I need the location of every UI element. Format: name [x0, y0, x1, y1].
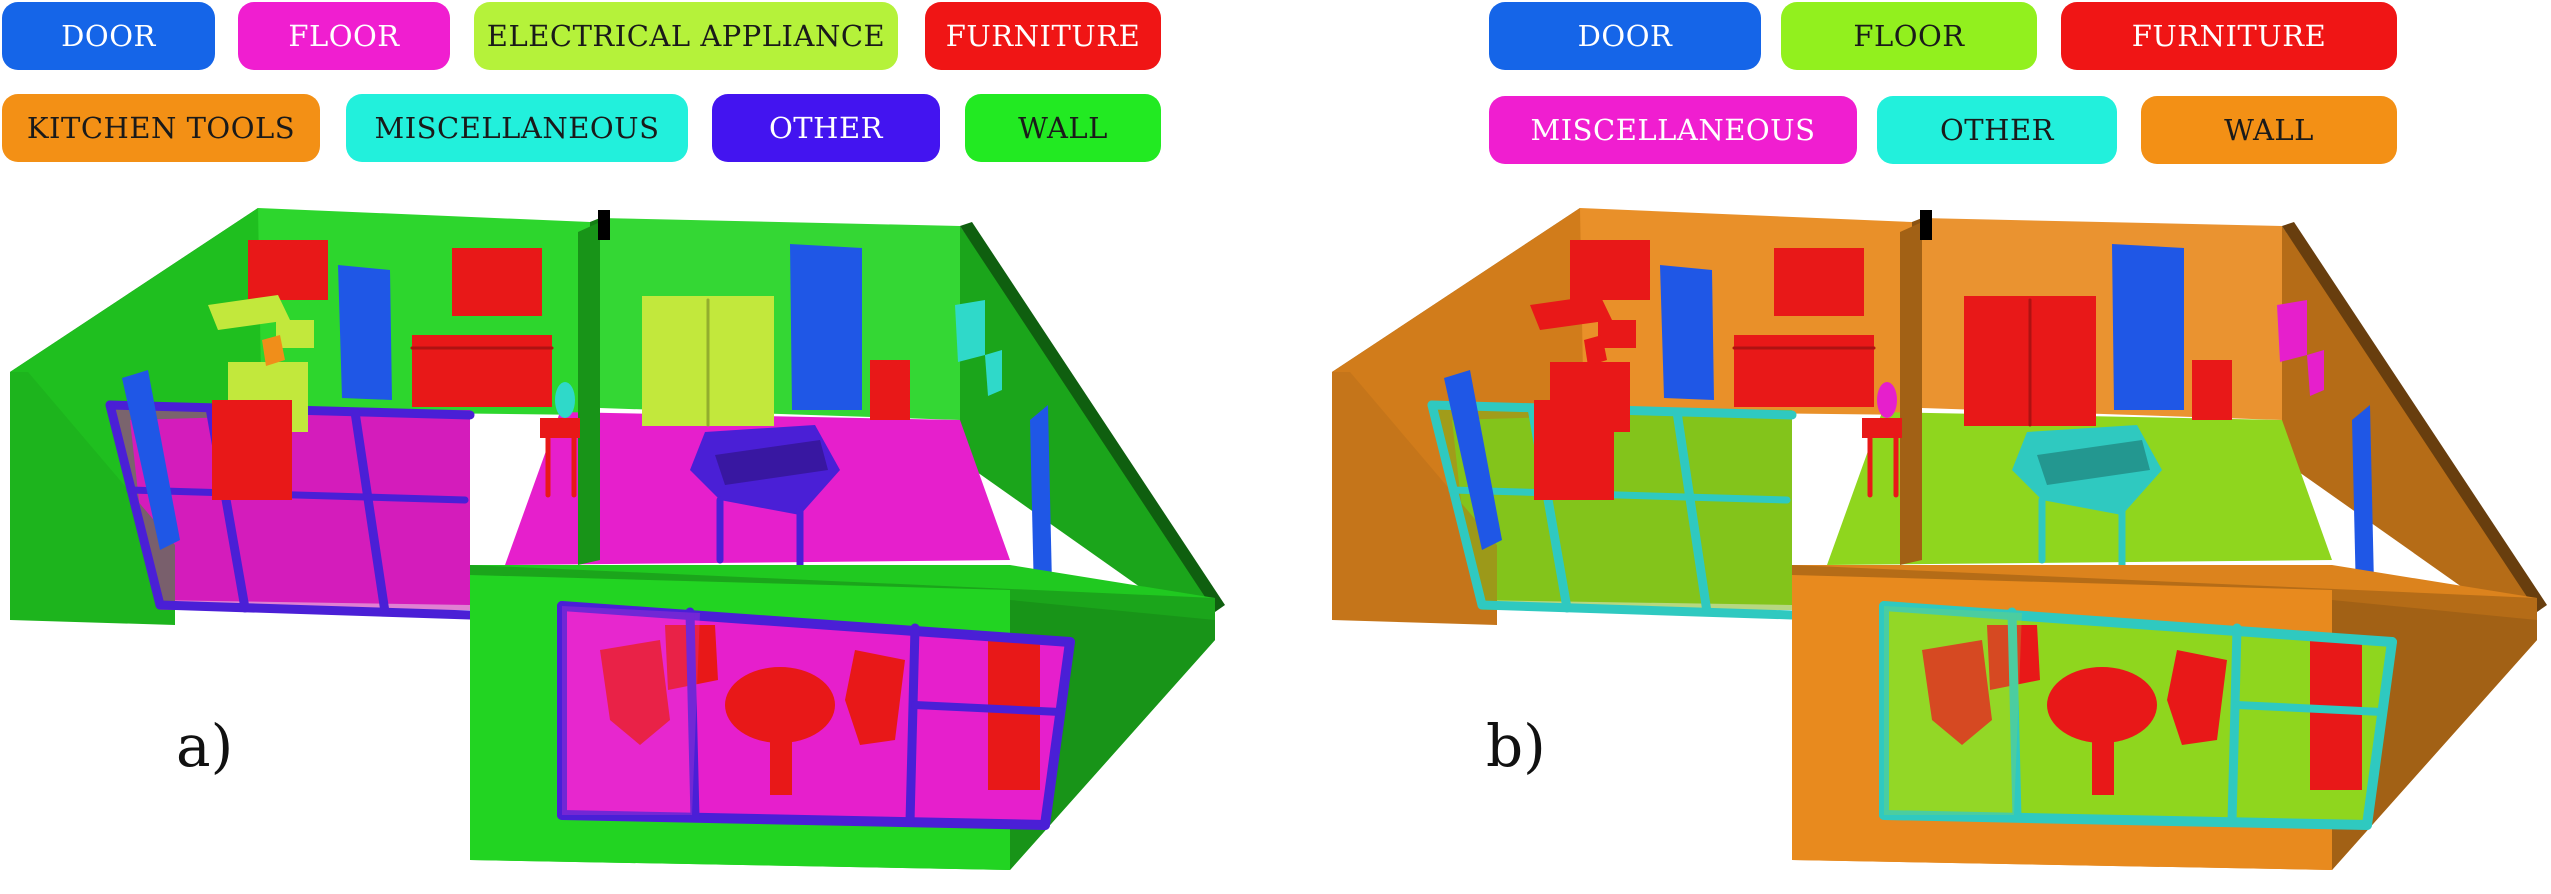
legend-b-wall: WALL: [2141, 96, 2397, 164]
wall-picture-2: [985, 350, 1002, 396]
upper-cabinet-right: [1774, 248, 1864, 316]
legend-a-electrical-appliance: ELECTRICAL APPLIANCE: [474, 2, 898, 70]
right-room-right-wall: [2282, 226, 2537, 640]
dining-chair-left: [600, 640, 670, 745]
dining-chair-right: [845, 650, 905, 745]
legend-a-miscellaneous: MISCELLANEOUS: [346, 94, 688, 162]
legend-b-other: OTHER: [1877, 96, 2117, 164]
legend-a-floor: FLOOR: [238, 2, 450, 70]
left-window-transom: [126, 486, 469, 504]
front-window-mullion-1: [685, 607, 700, 823]
left-room-front-left-wall: [10, 372, 175, 625]
legend-b-miscellaneous: MISCELLANEOUS: [1489, 96, 1857, 164]
range-hood: [1530, 295, 1612, 330]
wall-picture-2: [2307, 350, 2324, 396]
front-window-bottom-frame: [1879, 810, 2372, 830]
right-room-back-door: [790, 244, 862, 410]
side-table: [870, 360, 910, 420]
left-window-mullion-2: [1672, 407, 1712, 617]
left-window-bottom-frame: [155, 600, 475, 620]
kitchen-tool: [262, 335, 285, 366]
left-room-door: [338, 265, 392, 400]
panel-label-b: b): [1486, 712, 1546, 780]
partition-cap: [598, 210, 610, 240]
right-room-wall-top-edge: [2282, 222, 2547, 612]
front-window-mullion-2: [2227, 623, 2242, 827]
panel-label-a: a): [176, 712, 234, 780]
left-window-transom: [1448, 486, 1791, 504]
dining-chair-right: [2167, 650, 2227, 745]
legend-a-furniture: FURNITURE: [925, 2, 1161, 70]
left-window-mullion-2: [350, 407, 390, 617]
microwave: [276, 320, 314, 348]
kitchen-tool: [1584, 335, 1607, 366]
scene-group: [1332, 208, 2547, 870]
upper-cabinet-right: [452, 248, 542, 316]
right-room-side-door: [1030, 405, 1052, 596]
wall-picture-1: [955, 300, 985, 362]
bar-stool-seat: [1862, 418, 1902, 438]
partition-wall: [578, 222, 600, 565]
window-glare: [562, 606, 700, 815]
front-window-right-frame: [2362, 637, 2397, 830]
front-window-bottom-frame: [557, 810, 1050, 830]
upper-cabinet-left: [248, 240, 328, 300]
front-window-transom: [2233, 701, 2386, 716]
left-room-front-left-wall: [1332, 372, 1497, 625]
bar-stool-seat: [540, 418, 580, 438]
legend-b-floor: FLOOR: [1781, 2, 2037, 70]
lower-cabinets: [1734, 335, 1874, 407]
microwave: [1598, 320, 1636, 348]
wall-picture-1: [2277, 300, 2307, 362]
left-room-side-door: [122, 370, 180, 550]
grand-piano-lid: [2037, 440, 2150, 485]
left-window-left-frame: [105, 400, 165, 610]
side-table: [2192, 360, 2232, 420]
front-window-top-frame: [1879, 601, 2397, 647]
dining-table-pedestal: [770, 705, 792, 795]
partition-wall: [1900, 222, 1922, 565]
vase: [1877, 382, 1897, 418]
bookshelf: [2310, 640, 2362, 790]
right-room-wall-top-edge: [960, 222, 1225, 612]
front-window-right-frame: [1040, 637, 1075, 830]
right-room-right-wall: [960, 226, 1215, 640]
window-glare: [1884, 606, 2022, 815]
dining-chair-left: [1922, 640, 1992, 745]
range-hood: [208, 295, 290, 330]
vase: [555, 382, 575, 418]
left-room-cabinet: [1534, 400, 1614, 500]
left-room-door: [1660, 265, 1714, 400]
right-room-back-door: [2112, 244, 2184, 410]
left-room-side-door: [1444, 370, 1502, 550]
left-room-cabinet: [212, 400, 292, 500]
dining-table-pedestal: [2092, 705, 2114, 795]
legend-b-furniture: FURNITURE: [2061, 2, 2397, 70]
left-window-bottom-frame: [1477, 600, 1797, 620]
upper-cabinet-left: [1570, 240, 1650, 300]
scene-group: [10, 208, 1225, 870]
legend-b-door: DOOR: [1489, 2, 1761, 70]
legend-a-wall: WALL: [965, 94, 1161, 162]
legend-a-door: DOOR: [2, 2, 215, 70]
left-window-left-frame: [1427, 400, 1487, 610]
front-window-mullion-2: [905, 623, 920, 827]
front-window-transom: [911, 701, 1064, 716]
front-window-top-frame: [557, 601, 1075, 647]
front-window-mullion-1: [2007, 607, 2022, 823]
partition-cap: [1920, 210, 1932, 240]
legend-a-kitchen-tools: KITCHEN TOOLS: [2, 94, 320, 162]
right-room-side-door: [2352, 405, 2374, 596]
grand-piano-lid: [715, 440, 828, 485]
legend-a-other: OTHER: [712, 94, 940, 162]
bookshelf: [988, 640, 1040, 790]
